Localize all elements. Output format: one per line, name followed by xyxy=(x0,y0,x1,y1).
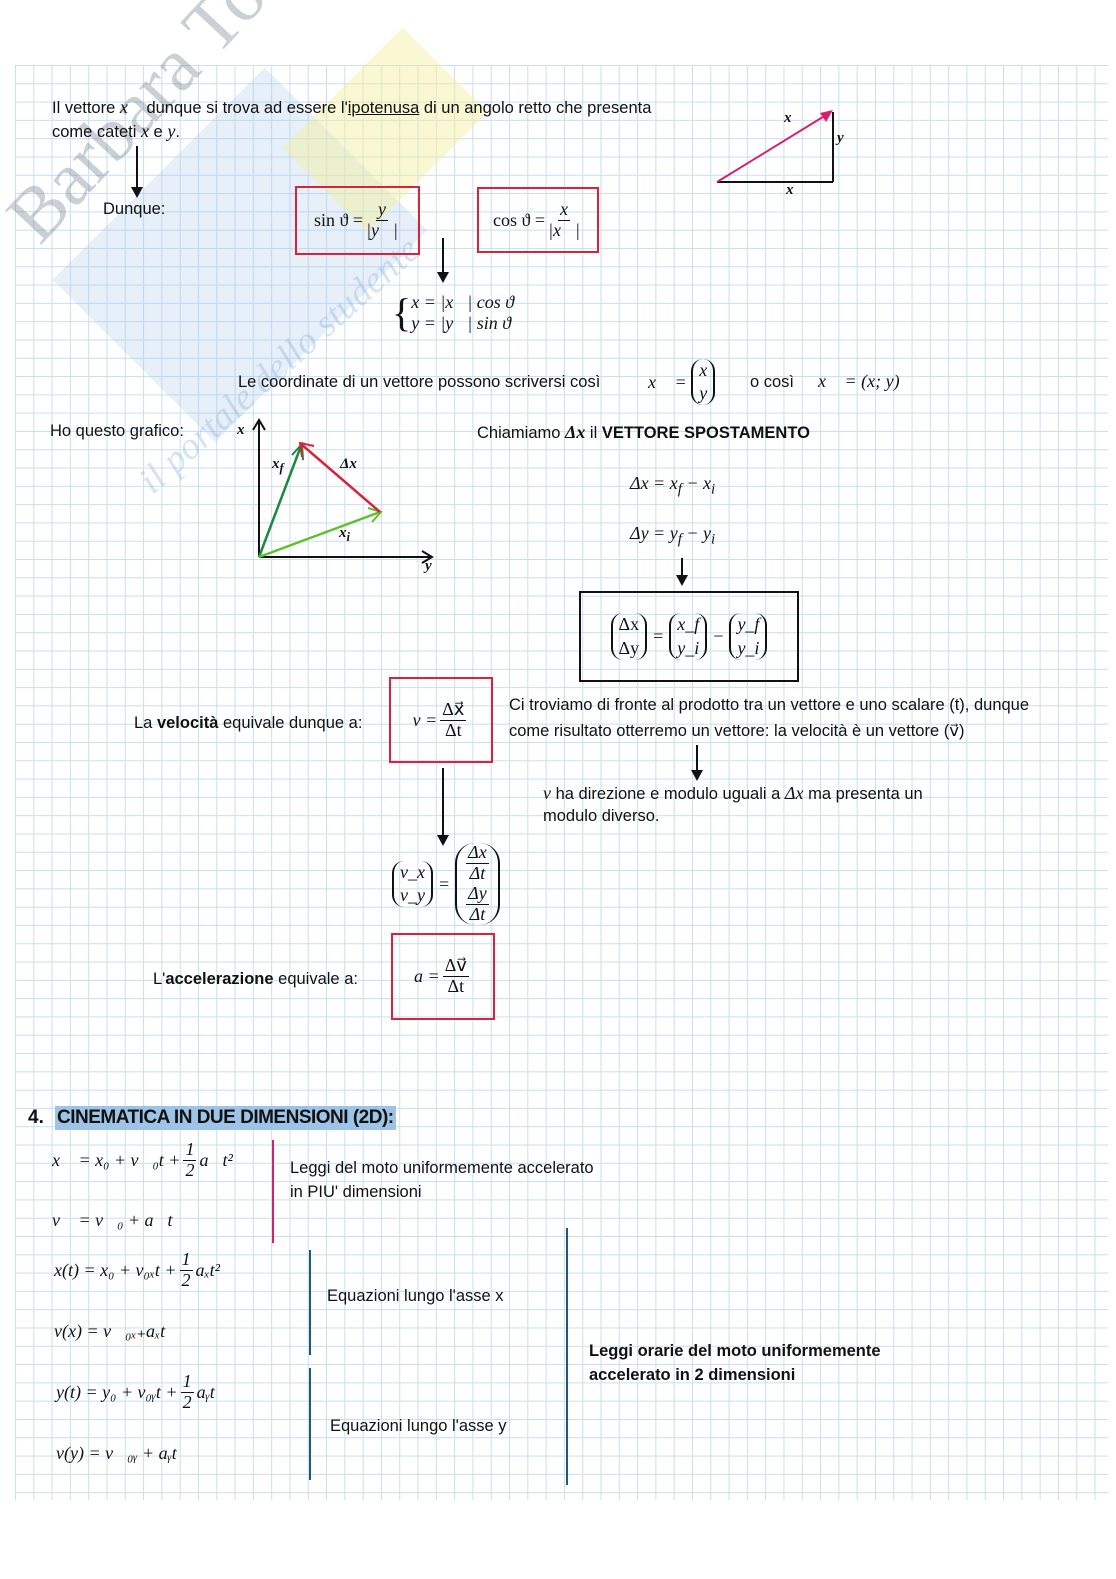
triangle-label-base: x xyxy=(786,182,794,198)
acceleration-text: L'accelerazione equivale a: xyxy=(153,970,358,988)
velocity-text: La velocità equivale dunque a: xyxy=(134,714,363,732)
coords-or: o così xyxy=(750,373,795,391)
triangle-hypotenuse-vector xyxy=(716,111,832,183)
eq-delta-y: Δy = yf − yi xyxy=(630,523,716,548)
section-heading: CINEMATICA IN DUE DIMENSIONI (2D): xyxy=(55,1106,396,1130)
laws-note-2: in PIU' dimensioni xyxy=(290,1183,422,1201)
label-xf: xf xyxy=(272,456,284,475)
chiamiamo-text: Chiamiamo Δx il VETTORE SPOSTAMENTO xyxy=(477,422,810,442)
velocity-formula-box: v =Δx⃗Δt xyxy=(389,677,493,763)
laws-note-1: Leggi del moto uniformemente accelerato xyxy=(290,1159,594,1177)
acceleration-formula-box: a =Δv⃗Δt xyxy=(391,933,495,1020)
x-axis-note: Equazioni lungo l'asse x xyxy=(327,1287,504,1305)
arrowhead-icon xyxy=(367,507,383,523)
v-note-line-1: v ha direzione e modulo uguali a Δx ma p… xyxy=(543,783,923,803)
arrowhead-icon xyxy=(820,110,833,122)
divider xyxy=(309,1250,311,1355)
v-note-line-2: modulo diverso. xyxy=(543,807,660,825)
eq-delta-x: Δx = xf − xi xyxy=(630,473,716,498)
axis-arrow-icon xyxy=(252,418,266,431)
divider xyxy=(309,1368,311,1480)
arrow-down xyxy=(437,768,449,846)
law-velocity-vector: v⃗ = v⃗₀ + a⃗t xyxy=(52,1210,173,1230)
triangle-label-hyp: x⃗ xyxy=(784,110,804,126)
displacement-graph xyxy=(252,418,434,564)
vector-xi xyxy=(258,510,381,559)
label-delta-x: Δx xyxy=(340,456,357,472)
triangle-label-vertical: y xyxy=(837,130,844,146)
summary-line-2: accelerato in 2 dimensioni xyxy=(589,1366,796,1384)
axis-label-y: y xyxy=(425,558,432,574)
coords-text: Le coordinate di un vettore possono scri… xyxy=(238,373,601,391)
arrow-down xyxy=(131,146,143,198)
velocity-note-2: come risultato otterremo un vettore: la … xyxy=(509,722,965,740)
section-number: 4. xyxy=(28,1107,44,1128)
arrowhead-icon xyxy=(298,441,315,458)
intro-line-1: Il vettore x⃗ dunque si trova ad essere … xyxy=(52,97,652,117)
vector-delta-x xyxy=(300,443,381,513)
law-y-velocity: v(y) = v⃗₀ᵧ + aᵧt xyxy=(56,1443,177,1463)
arrow-down xyxy=(437,238,449,283)
vector-xf xyxy=(257,445,303,558)
intro-line-2: come cateti x e y. xyxy=(52,121,180,141)
y-axis-note: Equazioni lungo l'asse y xyxy=(330,1417,507,1435)
divider xyxy=(272,1140,274,1243)
summary-line-1: Leggi orarie del moto uniformemente xyxy=(589,1342,881,1360)
law-x-velocity: v(x) = v⃗₀ₓ₊aₓt xyxy=(54,1321,166,1341)
label-xi: xi xyxy=(339,525,350,544)
right-triangle-diagram xyxy=(716,110,834,183)
arrow-down xyxy=(691,745,703,781)
cos-formula-box: cos ϑ =x|x⃗| xyxy=(477,187,599,253)
dunque-label: Dunque: xyxy=(103,200,166,218)
arrow-down xyxy=(676,558,688,586)
axis-arrow-icon xyxy=(421,550,434,564)
sin-formula-box: sin ϑ =y|y⃗| xyxy=(295,186,420,255)
grid-paper-background xyxy=(15,65,1108,1500)
coords-row-vector: x⃗ = (x; y) xyxy=(818,371,900,391)
axis-label-x: x xyxy=(237,422,245,438)
divider xyxy=(566,1228,568,1485)
velocity-note-1: Ci troviamo di fronte al prodotto tra un… xyxy=(509,696,1030,714)
graph-label: Ho questo grafico: xyxy=(50,422,184,440)
